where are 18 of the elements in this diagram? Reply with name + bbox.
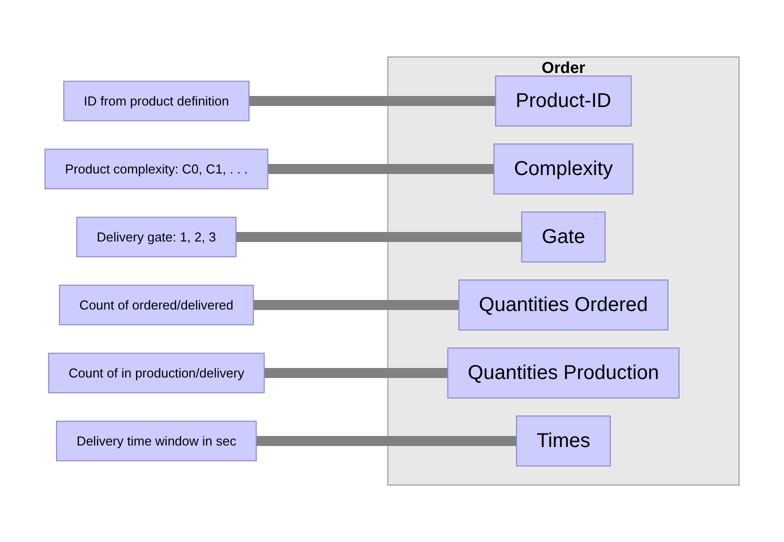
node-box: Delivery time window in sec xyxy=(56,420,257,462)
node-box: Count of ordered/delivered xyxy=(58,284,254,326)
connector xyxy=(268,164,494,174)
node-box: Quantities Production xyxy=(447,348,680,398)
node-box: Quantities Ordered xyxy=(458,280,668,330)
node-box: Complexity xyxy=(493,144,634,194)
connector xyxy=(264,368,448,378)
connector xyxy=(236,232,522,242)
connector xyxy=(253,300,459,310)
node-box: Product complexity: C0, C1, . . . xyxy=(44,148,268,190)
node-box: Gate xyxy=(521,212,606,262)
connector xyxy=(256,436,517,446)
node-box: Delivery gate: 1, 2, 3 xyxy=(76,216,236,258)
connector xyxy=(249,96,496,106)
node-box: Product-ID xyxy=(495,76,632,126)
node-box: Count of in production/delivery xyxy=(48,352,265,394)
node-box: ID from product definition xyxy=(63,80,250,122)
node-box: Times xyxy=(516,416,611,466)
